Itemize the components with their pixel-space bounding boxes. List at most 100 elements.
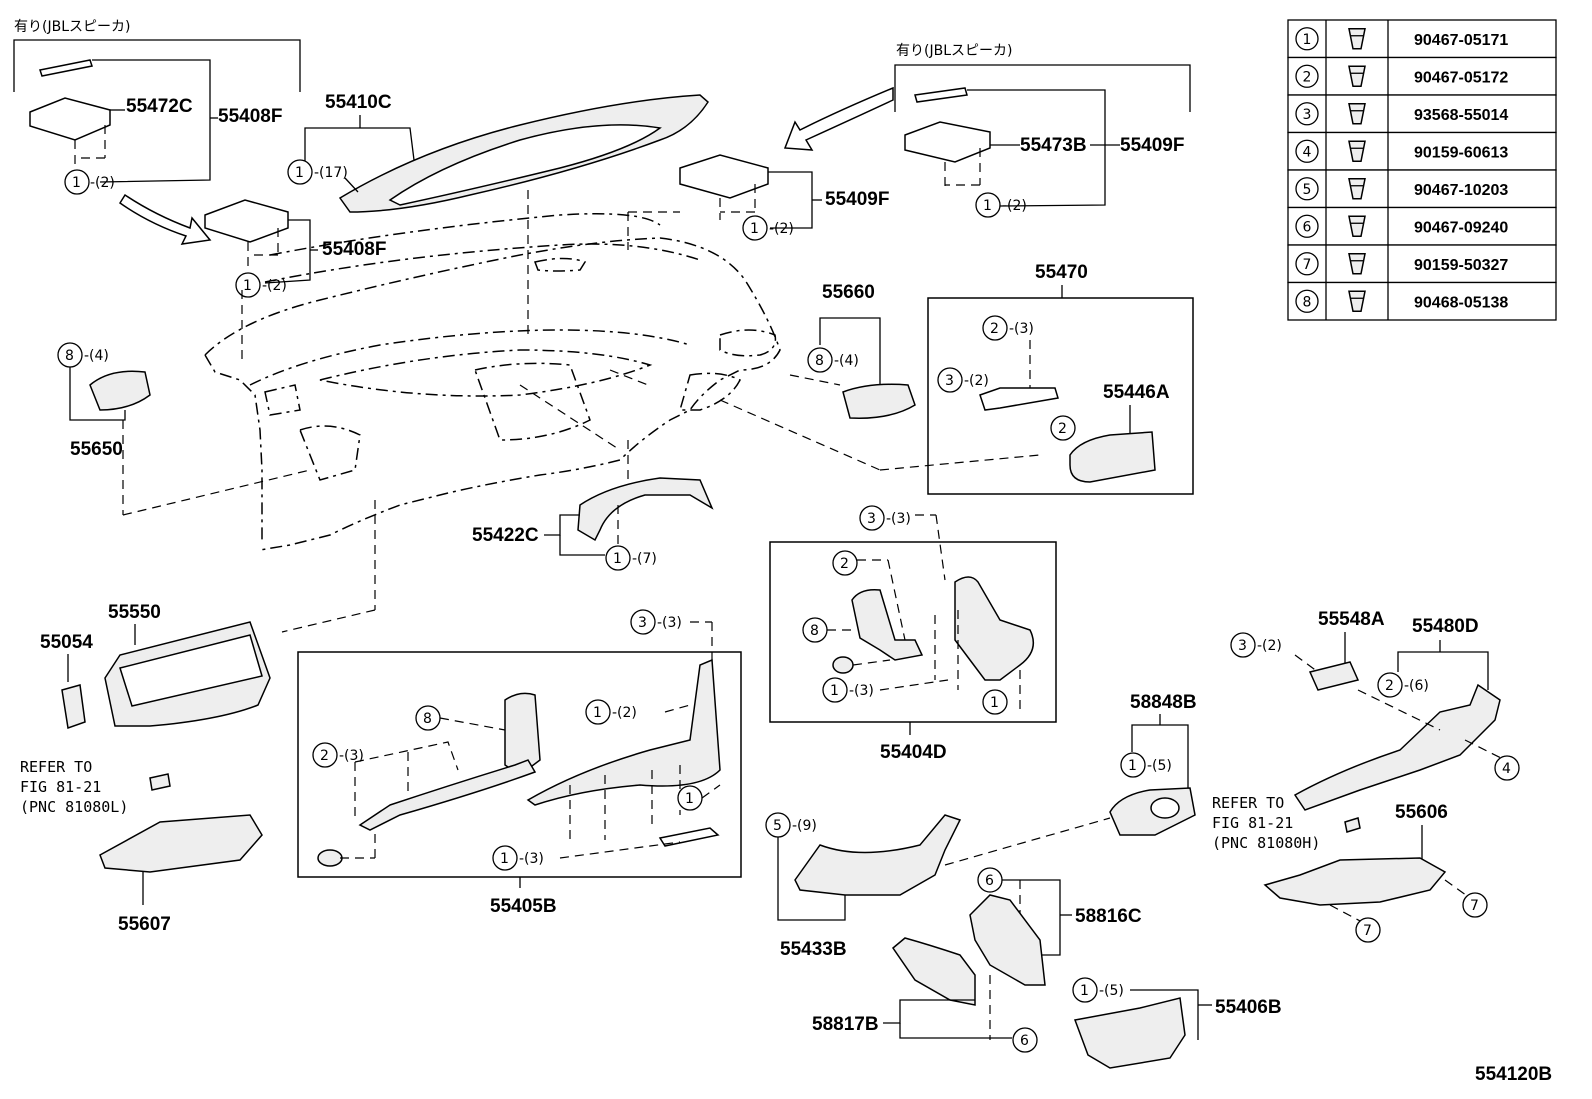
- switch-panel-55446A: [1069, 431, 1156, 483]
- svg-text:-(3): -(3): [849, 683, 874, 699]
- undercover-55606: [1263, 857, 1447, 906]
- side-panel-58816C: [969, 894, 1046, 986]
- fastener-clip-icon: [1348, 140, 1366, 162]
- speaker-cover-55409F: [679, 154, 769, 199]
- fastener-part-number: 93568-55014: [1414, 107, 1508, 124]
- fastener-clip-icon: [1348, 65, 1366, 87]
- svg-text:-(3): -(3): [657, 615, 682, 631]
- fastener-part-number: 90467-05171: [1414, 32, 1508, 49]
- fastener-part-number: 90467-10203: [1414, 182, 1508, 199]
- fastener-number: 4: [1303, 144, 1312, 160]
- svg-text:1: 1: [990, 695, 999, 711]
- svg-text:8: 8: [810, 623, 819, 639]
- refer-left-line3: (PNC 81080L): [20, 798, 128, 816]
- side-bracket-55404D: [954, 576, 1035, 681]
- console-trim-55433B: [794, 814, 962, 896]
- svg-text:1: 1: [1128, 758, 1137, 774]
- svg-text:3: 3: [1238, 638, 1247, 654]
- svg-text:2: 2: [990, 321, 999, 337]
- fastener-number-circle: [1295, 214, 1319, 238]
- fastener-clip-icon: [1348, 103, 1366, 125]
- svg-text:-(2): -(2): [612, 705, 637, 721]
- fastener-number: 8: [1303, 294, 1312, 310]
- svg-text:3: 3: [638, 615, 647, 631]
- glove-box-door: [119, 634, 263, 707]
- fastener-part-number: 90467-05172: [1414, 69, 1508, 86]
- label-55470: 55470: [1035, 262, 1088, 283]
- label-58817B: 58817B: [812, 1014, 879, 1035]
- svg-text:8: 8: [423, 711, 432, 727]
- speaker-cover-55472C: [29, 97, 111, 141]
- damper-55054: [61, 684, 86, 730]
- cluster-hood-55422C: [577, 477, 714, 542]
- jbl-note-right: 有り(JBLスピーカ): [896, 43, 1012, 59]
- svg-text:2: 2: [1385, 678, 1394, 694]
- jbl-note-left: 有り(JBLスピーカ): [14, 19, 130, 35]
- label-55408F-upper: 55408F: [218, 106, 282, 127]
- fastener-number: 6: [1303, 219, 1312, 235]
- label-55650: 55650: [70, 439, 123, 460]
- svg-text:1: 1: [613, 551, 622, 567]
- jbl-bracket-right: [894, 64, 1191, 112]
- label-55660: 55660: [822, 282, 875, 303]
- garnish-strip: [979, 387, 1059, 411]
- svg-text:-(2): -(2): [769, 221, 794, 237]
- arrow-left: [118, 193, 212, 245]
- svg-text:-(17): -(17): [314, 165, 348, 181]
- svg-text:-(5): -(5): [1147, 758, 1172, 774]
- svg-text:-(7): -(7): [632, 551, 657, 567]
- screw-part-2: [832, 656, 854, 674]
- small-connector-left: [149, 773, 171, 791]
- label-58816C: 58816C: [1075, 906, 1142, 927]
- svg-text:2: 2: [840, 556, 849, 572]
- fastener-number-circle: [1295, 64, 1319, 88]
- fastener-number: 5: [1303, 182, 1312, 198]
- svg-text:4: 4: [1502, 761, 1511, 777]
- label-55410C: 55410C: [325, 92, 392, 113]
- fastener-clip-icon: [1348, 215, 1366, 237]
- fastener-number-circle: [1295, 27, 1319, 51]
- svg-text:2: 2: [1058, 421, 1067, 437]
- center-panel-55405B: [526, 658, 721, 806]
- svg-text:1: 1: [1080, 983, 1089, 999]
- label-55409F-lower: 55409F: [825, 189, 889, 210]
- svg-text:-(4): -(4): [84, 348, 109, 364]
- label-58848B: 58848B: [1130, 692, 1197, 713]
- label-55408F-lower: 55408F: [322, 239, 386, 260]
- callout-1-circle: [64, 169, 90, 195]
- svg-text:7: 7: [1363, 923, 1372, 939]
- label-55607: 55607: [118, 914, 171, 935]
- side-vent-55660: [842, 383, 916, 419]
- svg-text:-(5): -(5): [1099, 983, 1124, 999]
- svg-text:1: 1: [983, 198, 992, 214]
- fastener-number: 1: [1303, 32, 1312, 48]
- svg-text:-(3): -(3): [886, 511, 911, 527]
- label-55480D: 55480D: [1412, 616, 1479, 637]
- refer-right-line1: REFER TO: [1212, 794, 1284, 812]
- label-55422C: 55422C: [472, 525, 539, 546]
- svg-text:1: 1: [295, 165, 304, 181]
- svg-text:2: 2: [320, 748, 329, 764]
- undercover-55607: [99, 814, 263, 873]
- label-55548A: 55548A: [1318, 609, 1385, 630]
- label-55472C: 55472C: [126, 96, 193, 117]
- label-55406B: 55406B: [1215, 997, 1282, 1018]
- fastener-clip-icon: [1348, 253, 1366, 275]
- svg-text:-(2): -(2): [964, 373, 989, 389]
- knob: [1150, 797, 1180, 819]
- svg-text:1: 1: [685, 791, 694, 807]
- box-55404D: [769, 541, 1057, 723]
- figure-code: 554120B: [1475, 1064, 1552, 1085]
- label-55409F-upper: 55409F: [1120, 135, 1184, 156]
- fastener-number: 7: [1303, 257, 1312, 273]
- svg-text:-(2): -(2): [1002, 198, 1027, 214]
- speaker-grille-strip-left: [39, 59, 93, 77]
- small-connector-right: [1344, 817, 1361, 833]
- svg-text:-(6): -(6): [1404, 678, 1429, 694]
- arrow-right: [783, 86, 894, 151]
